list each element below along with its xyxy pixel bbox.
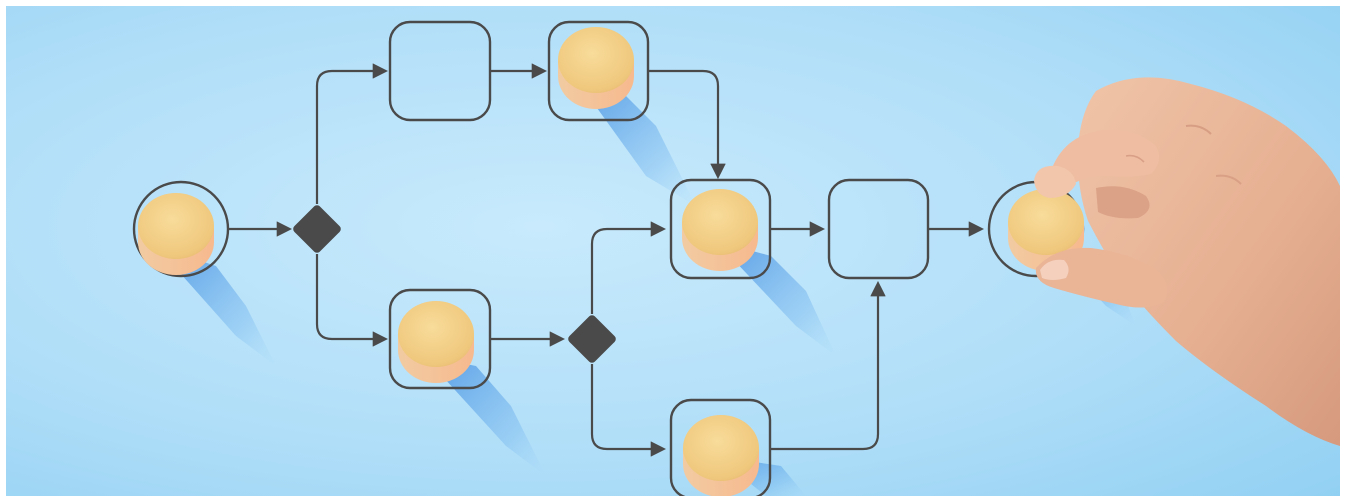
wooden-token-icon xyxy=(398,301,474,383)
task-box-icon xyxy=(547,20,650,122)
gateway-diamond-icon xyxy=(568,315,616,363)
task-box-icon xyxy=(669,178,772,280)
wooden-token-icon xyxy=(683,415,759,496)
wooden-token-icon xyxy=(138,193,214,275)
task-box-icon xyxy=(669,398,772,496)
start-event-circle-icon xyxy=(132,180,230,278)
task-box-icon xyxy=(388,20,492,122)
process-flow-illustration xyxy=(6,6,1340,496)
task-box-icon xyxy=(827,178,930,280)
process-flow-photo xyxy=(6,6,1340,496)
flow-connectors xyxy=(228,63,985,457)
wooden-token-icon xyxy=(558,27,634,109)
hand-icon xyxy=(1034,77,1340,446)
gateway-diamond-icon xyxy=(293,205,341,253)
wooden-token-icon xyxy=(682,189,758,271)
task-box-icon xyxy=(388,288,492,390)
